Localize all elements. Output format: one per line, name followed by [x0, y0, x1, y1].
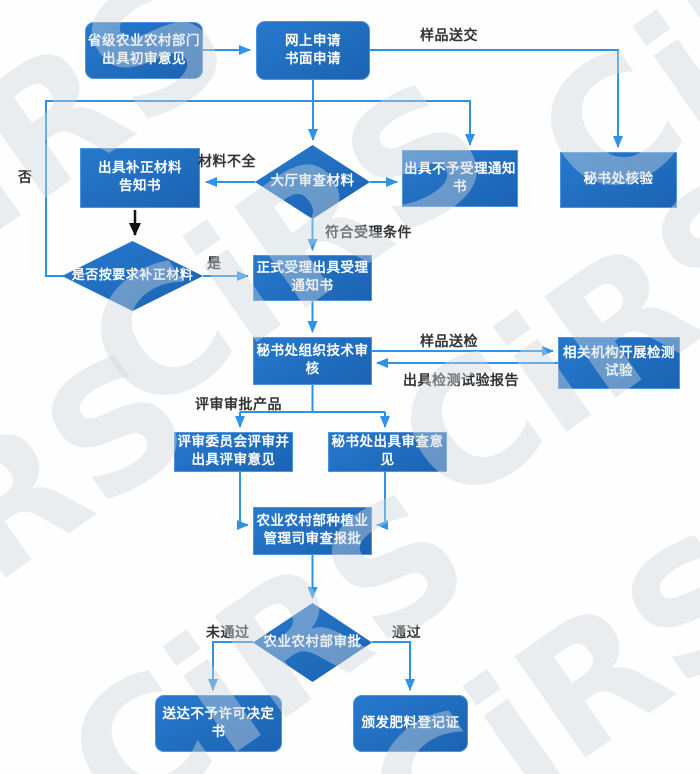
node-committee-review: 评审委员会评审并 出具评审意见	[174, 432, 293, 472]
edge-label-meets-conditions: 符合受理条件	[325, 225, 412, 241]
edge-opinion-to-planting	[376, 472, 388, 530]
node-planting-dept-approval: 农业农村部种植业 管理司审查报批	[253, 507, 372, 555]
edge-passed-to-certificate	[372, 641, 415, 691]
edge-label-test-report: 出具检测试验报告	[403, 373, 519, 389]
edge-committee-to-planting	[237, 472, 249, 530]
edge-no-to-rejection	[45, 100, 475, 277]
edge-label-no: 否	[18, 170, 33, 186]
node-denial-decision: 送达不予许可决定书	[155, 695, 282, 752]
edge-label-yes: 是	[207, 256, 222, 272]
edge-label-sample-submit: 样品送交	[420, 28, 478, 44]
edge-label-review-products: 评审审批产品	[195, 397, 282, 413]
node-certificate-issue: 颁发肥料登记证	[353, 695, 468, 752]
edge-label-incomplete-materials: 材料不全	[198, 154, 256, 170]
edge-label-sample-testing: 样品送检	[420, 334, 478, 350]
node-secretariat-opinion: 秘书处出具审查意 见	[328, 432, 447, 472]
node-formal-acceptance: 正式受理出具受理 通知书	[253, 255, 372, 301]
node-rejection-notice: 出具不予受理通知 书	[402, 150, 518, 207]
node-technical-review: 秘书处组织技术审 核	[253, 337, 372, 385]
node-online-application: 网上申请 书面申请	[256, 21, 370, 80]
edge-label-not-passed: 未通过	[206, 625, 250, 641]
edge-apply-to-verify	[370, 49, 623, 148]
node-supplement-notice: 出具补正材料 告知书	[80, 148, 200, 208]
node-provincial-dept: 省级农业农村部门 出具初审意见	[85, 22, 203, 79]
edge-label-passed: 通过	[392, 625, 421, 641]
node-testing-agency: 相关机构开展检测 试验	[558, 337, 680, 389]
node-secretariat-verify: 秘书处核验	[560, 152, 677, 208]
edge-notpassed-to-denial	[208, 641, 253, 691]
